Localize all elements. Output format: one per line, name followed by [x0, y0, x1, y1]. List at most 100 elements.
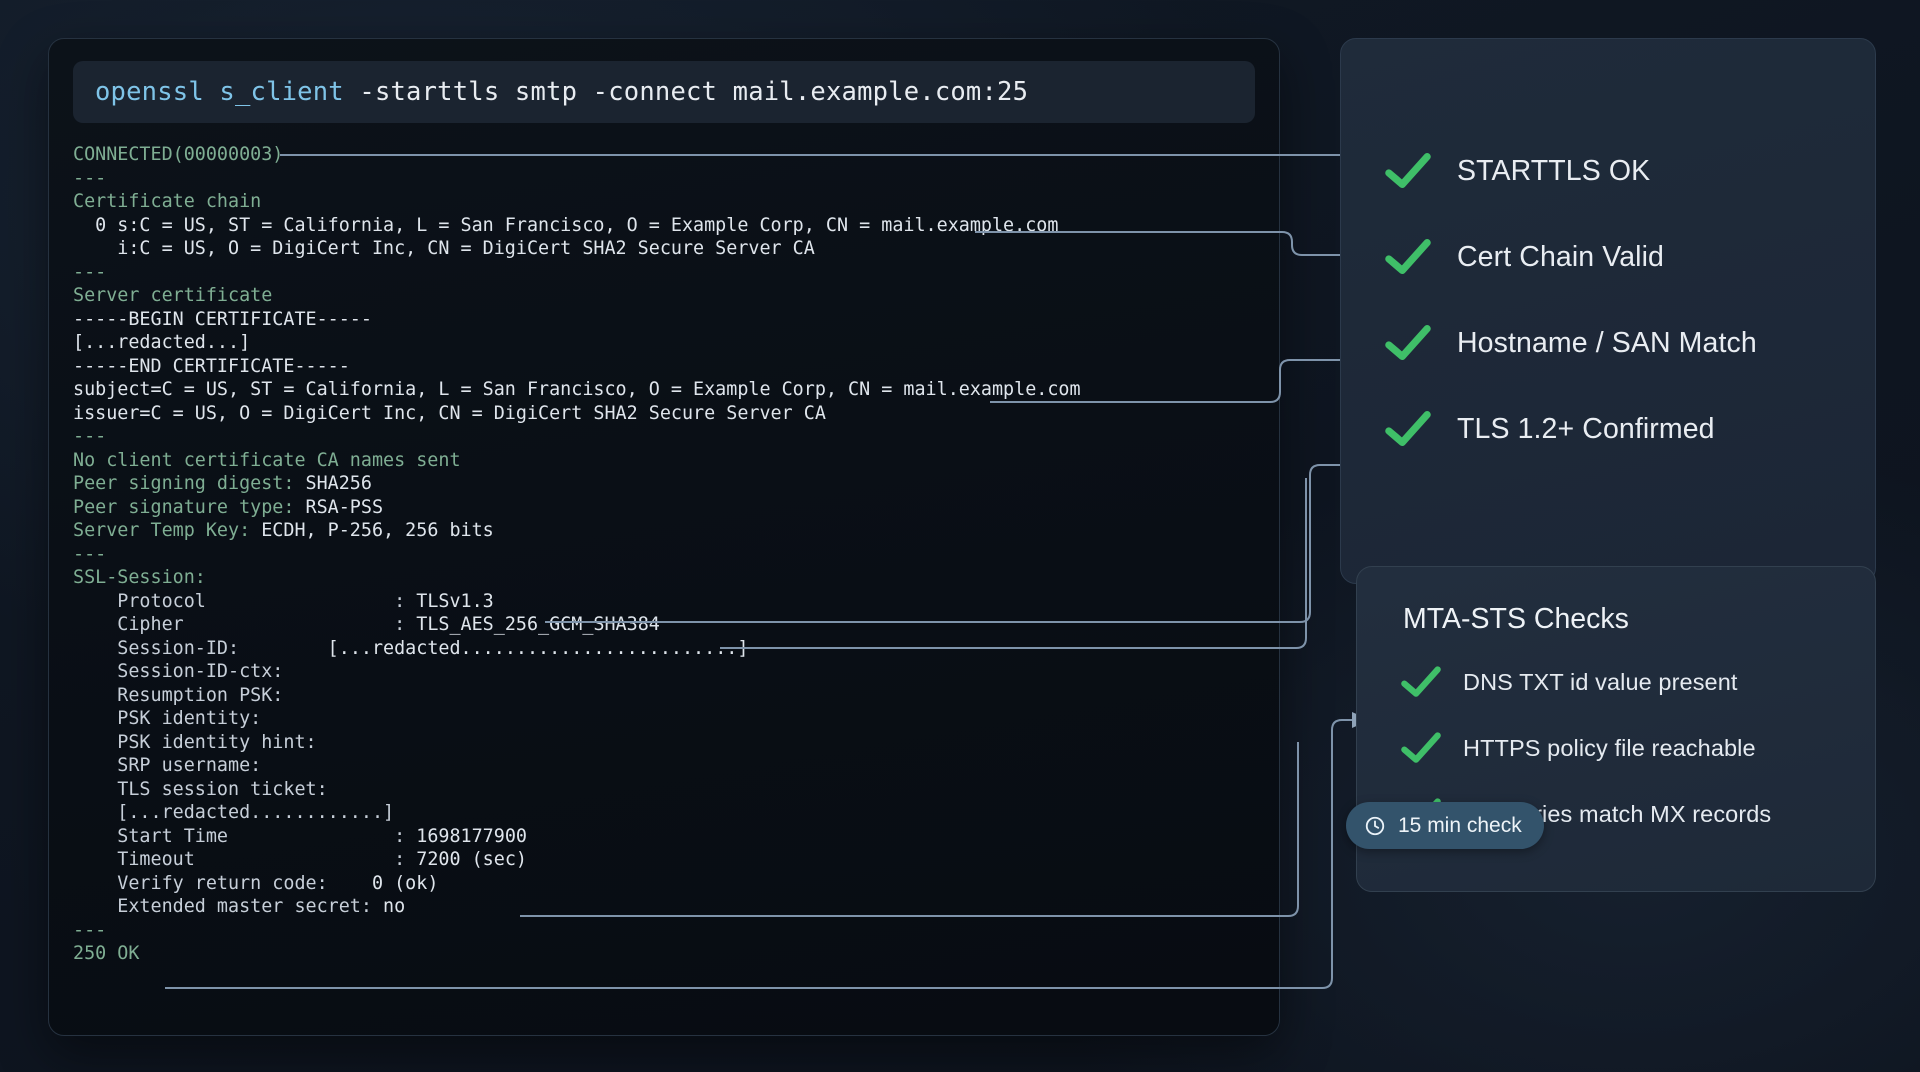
terminal-line-value: RSA-PSS: [305, 496, 384, 518]
terminal-line: Start Time : 1698177900: [73, 825, 1267, 849]
result-item[interactable]: Hostname / SAN Match: [1385, 323, 1855, 363]
terminal-line: ---: [73, 543, 1267, 567]
terminal-line: ---: [73, 261, 1267, 285]
terminal-line: ---: [73, 919, 1267, 943]
terminal-line-text: CONNECTED(00000003): [73, 144, 284, 165]
terminal-line-value: 0 (ok): [371, 872, 439, 894]
terminal-line: Peer signature type: RSA-PSS: [73, 496, 1267, 520]
terminal-line: 250 OK: [73, 942, 1267, 966]
clock-icon: [1364, 815, 1386, 837]
terminal-window: openssl s_client -starttls smtp -connect…: [48, 38, 1280, 1036]
command-args: -starttls smtp -connect mail.example.com…: [343, 77, 1029, 107]
result-item-label: Cert Chain Valid: [1457, 240, 1665, 273]
terminal-line-label: Cipher :: [73, 614, 417, 635]
terminal-line-text: Server certificate: [73, 285, 273, 306]
result-item-label: STARTTLS OK: [1457, 154, 1651, 187]
command-bar[interactable]: openssl s_client -starttls smtp -connect…: [73, 61, 1255, 123]
terminal-line: i:C = US, O = DigiCert Inc, CN = DigiCer…: [73, 237, 1267, 261]
interval-badge-label: 15 min check: [1398, 813, 1522, 837]
terminal-line-value: 7200 (sec): [416, 849, 527, 870]
terminal-line: Peer signing digest: SHA256: [73, 472, 1267, 496]
result-item-label: Hostname / SAN Match: [1457, 326, 1757, 359]
terminal-line: Certificate chain: [73, 190, 1267, 214]
terminal-line: [...redacted...]: [73, 331, 1267, 355]
terminal-line-label: Extended master secret:: [73, 896, 384, 917]
terminal-line-label: Timeout :: [73, 849, 417, 870]
terminal-line-value: ECDH, P-256, 256 bits: [261, 520, 494, 541]
terminal-line-label: Verify return code:: [73, 872, 372, 894]
terminal-line: Server Temp Key: ECDH, P-256, 256 bits: [73, 519, 1267, 543]
terminal-line: -----END CERTIFICATE-----: [73, 355, 1267, 379]
terminal-line-label: Session-ID-ctx:: [73, 661, 284, 682]
terminal-line: Cipher : TLS_AES_256_GCM_SHA384: [73, 613, 1267, 637]
terminal-line-text: ---: [73, 261, 107, 283]
terminal-line: SSL-Session:: [73, 566, 1267, 590]
terminal-line-text: ---: [73, 426, 107, 447]
terminal-line-value: 1698177900: [416, 825, 527, 847]
mta-check-item[interactable]: HTTPS policy file reachable: [1401, 731, 1861, 765]
terminal-line-label: PSK identity hint:: [73, 731, 317, 753]
terminal-line-label: Protocol :: [73, 590, 417, 612]
check-icon: [1385, 151, 1431, 191]
terminal-line-label: [...redacted............]: [73, 802, 395, 823]
terminal-line-label: Peer signature type:: [73, 496, 306, 518]
terminal-line-text: ---: [73, 543, 107, 565]
terminal-line: Protocol : TLSv1.3: [73, 590, 1267, 614]
terminal-line-label: SRP username:: [73, 755, 262, 776]
check-icon: [1385, 323, 1431, 363]
terminal-line-text: ---: [73, 919, 107, 941]
result-item[interactable]: TLS 1.2+ Confirmed: [1385, 409, 1855, 449]
terminal-line-label: Start Time :: [73, 825, 417, 847]
terminal-line-value: SHA256: [305, 473, 372, 494]
terminal-line: PSK identity hint:: [73, 731, 1267, 755]
result-item-label: TLS 1.2+ Confirmed: [1457, 412, 1715, 445]
terminal-line-text: SSL-Session:: [73, 567, 206, 588]
command-program: openssl s_client: [95, 77, 344, 107]
terminal-line: issuer=C = US, O = DigiCert Inc, CN = Di…: [73, 402, 1267, 426]
terminal-line-text: 0 s:C = US, ST = California, L = San Fra…: [73, 214, 1059, 236]
command-line: openssl s_client -starttls smtp -connect…: [95, 77, 1028, 107]
result-item[interactable]: Cert Chain Valid: [1385, 237, 1855, 277]
terminal-line-text: ---: [73, 167, 107, 189]
terminal-line: Verify return code: 0 (ok): [73, 872, 1267, 896]
terminal-line-label: Session-ID:: [73, 637, 328, 659]
terminal-line: Timeout : 7200 (sec): [73, 848, 1267, 872]
terminal-line: No client certificate CA names sent: [73, 449, 1267, 473]
check-icon: [1401, 731, 1441, 765]
terminal-line-text: No client certificate CA names sent: [73, 449, 461, 471]
terminal-line-text: [...redacted...]: [73, 332, 251, 353]
terminal-line-text: 250 OK: [73, 943, 140, 964]
terminal-line-text: i:C = US, O = DigiCert Inc, CN = DigiCer…: [73, 238, 815, 259]
terminal-line: PSK identity:: [73, 707, 1267, 731]
interval-badge[interactable]: 15 min check: [1346, 802, 1544, 849]
terminal-line: Session-ID: [...redacted................…: [73, 637, 1267, 661]
terminal-line: Server certificate: [73, 284, 1267, 308]
terminal-line: ---: [73, 425, 1267, 449]
mta-check-item-label: DNS TXT id value present: [1463, 668, 1738, 695]
terminal-line-label: Peer signing digest:: [73, 473, 306, 494]
terminal-line: Session-ID-ctx:: [73, 660, 1267, 684]
terminal-line-label: Server Temp Key:: [73, 520, 262, 541]
terminal-line-value: no: [383, 896, 406, 917]
terminal-line: CONNECTED(00000003): [73, 143, 1267, 167]
terminal-line: Resumption PSK:: [73, 684, 1267, 708]
terminal-line: Extended master secret: no: [73, 895, 1267, 919]
terminal-line-text: subject=C = US, ST = California, L = San…: [73, 379, 1081, 400]
terminal-line-label: Resumption PSK:: [73, 684, 284, 706]
mta-sts-title: MTA-STS Checks: [1403, 603, 1629, 635]
terminal-line-value: TLSv1.3: [416, 590, 494, 612]
terminal-line-text: issuer=C = US, O = DigiCert Inc, CN = Di…: [73, 402, 826, 424]
terminal-line: -----BEGIN CERTIFICATE-----: [73, 308, 1267, 332]
terminal-line-label: PSK identity:: [73, 708, 262, 729]
check-icon: [1385, 237, 1431, 277]
terminal-line-value: TLS_AES_256_GCM_SHA384: [416, 614, 660, 635]
terminal-line-text: Certificate chain: [73, 191, 262, 212]
terminal-line: [...redacted............]: [73, 801, 1267, 825]
result-item[interactable]: STARTTLS OK: [1385, 151, 1855, 191]
terminal-line-text: -----END CERTIFICATE-----: [73, 355, 350, 377]
mta-check-item[interactable]: DNS TXT id value present: [1401, 665, 1861, 699]
terminal-line: SRP username:: [73, 754, 1267, 778]
mta-check-item-label: HTTPS policy file reachable: [1463, 734, 1756, 761]
